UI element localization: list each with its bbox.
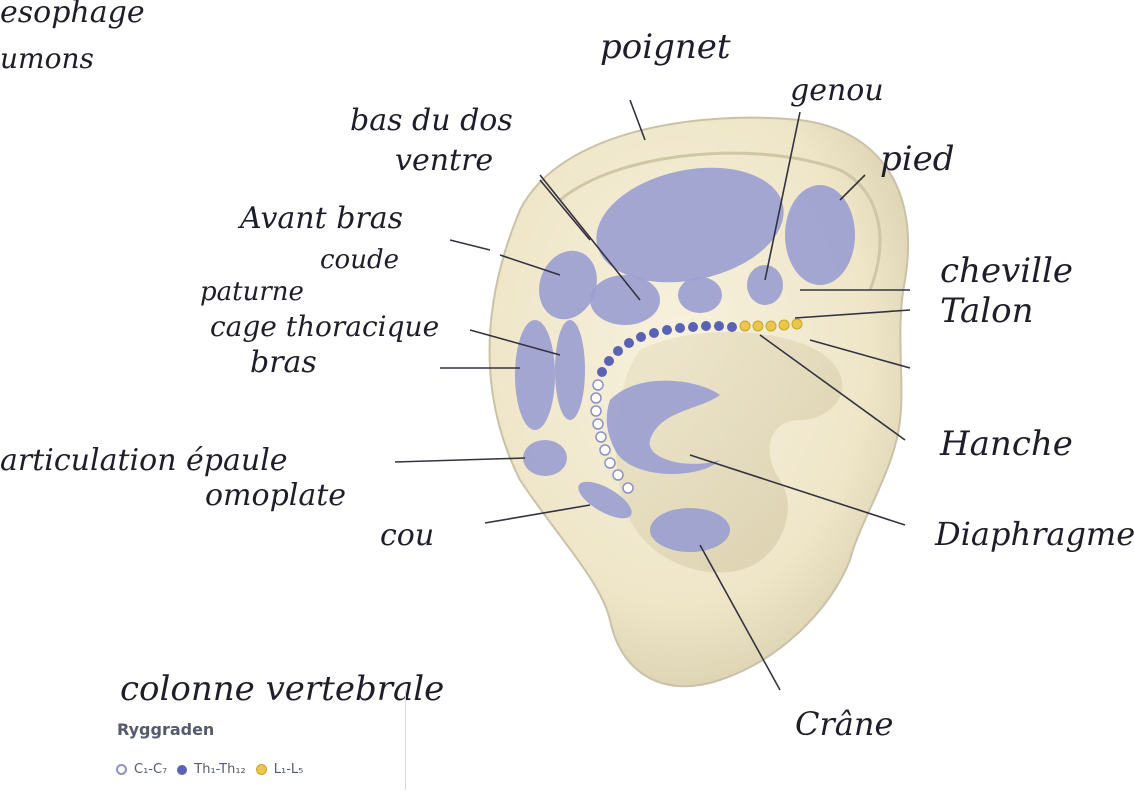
thoracic-dot — [662, 325, 672, 335]
cervical-dot — [605, 458, 615, 468]
label-ventre: ventre — [395, 143, 493, 178]
label-articulation-epaule: articulation épaule — [0, 443, 288, 478]
zone-bas-du-dos — [678, 277, 722, 313]
cervical-dot — [613, 470, 623, 480]
label-paturon: paturne — [200, 277, 304, 307]
label-oesophage: esophage — [0, 0, 145, 30]
label-crane: Crâne — [795, 705, 893, 743]
zone-cage-thoracique — [555, 320, 585, 420]
thoracic-legend-icon — [177, 765, 187, 775]
thoracic-dot — [604, 356, 614, 366]
legend-lumbar: L₁-L₅ — [274, 762, 304, 777]
cervical-dot — [600, 445, 610, 455]
thoracic-dot — [714, 321, 724, 331]
lumbar-legend-icon — [256, 764, 267, 775]
cervical-dot — [593, 380, 603, 390]
legend-cervical: C₁-C₇ — [134, 762, 167, 777]
label-avant-bras: Avant bras — [237, 201, 403, 236]
cervical-dot — [596, 432, 606, 442]
label-bas-du-dos: bas du dos — [350, 103, 513, 138]
zone-crane — [650, 508, 730, 552]
lumbar-dot — [766, 321, 776, 331]
label-poumons: umons — [0, 42, 94, 75]
thoracic-dot — [688, 322, 698, 332]
label-coude: coude — [320, 245, 399, 275]
cervical-dot — [591, 393, 601, 403]
thoracic-dot — [675, 323, 685, 333]
label-diaphragme: Diaphragme — [934, 515, 1134, 553]
legend-row: C₁-C₇ Th₁-Th₁₂ L₁-L₅ — [116, 762, 309, 777]
thoracic-dot — [636, 332, 646, 342]
thoracic-dot — [649, 328, 659, 338]
label-omoplate: omoplate — [205, 478, 346, 513]
cervical-legend-icon — [116, 764, 127, 775]
thoracic-dot — [701, 321, 711, 331]
lumbar-dot — [792, 319, 802, 329]
lumbar-dot — [779, 320, 789, 330]
zone-foot — [785, 185, 855, 285]
label-poignet: poignet — [600, 27, 731, 67]
legend-divider — [405, 690, 406, 790]
thoracic-dot — [624, 338, 634, 348]
label-bras: bras — [250, 345, 317, 380]
lumbar-dot — [740, 321, 750, 331]
lumbar-dot — [753, 321, 763, 331]
cervical-dot — [623, 483, 633, 493]
thoracic-dot — [597, 367, 607, 377]
cervical-dot — [591, 406, 601, 416]
zone-epaule — [523, 440, 567, 476]
thoracic-dot — [727, 322, 737, 332]
thoracic-dot — [613, 346, 623, 356]
cervical-dot — [593, 419, 603, 429]
label-hanche: Hanche — [939, 424, 1073, 464]
label-genou: genou — [790, 73, 884, 108]
label-talon: Talon — [940, 291, 1034, 331]
label-cheville: cheville — [940, 251, 1073, 291]
label-pied: pied — [880, 139, 955, 179]
label-cou: cou — [380, 518, 434, 553]
legend-title: Ryggraden — [117, 720, 214, 739]
zone-genou — [747, 265, 783, 305]
legend-thoracic: Th₁-Th₁₂ — [194, 762, 246, 777]
label-cage-thoracique: cage thoracique — [210, 310, 439, 343]
zone-bras — [515, 320, 555, 430]
label-colonne-vertebrale: colonne vertebrale — [120, 669, 444, 709]
